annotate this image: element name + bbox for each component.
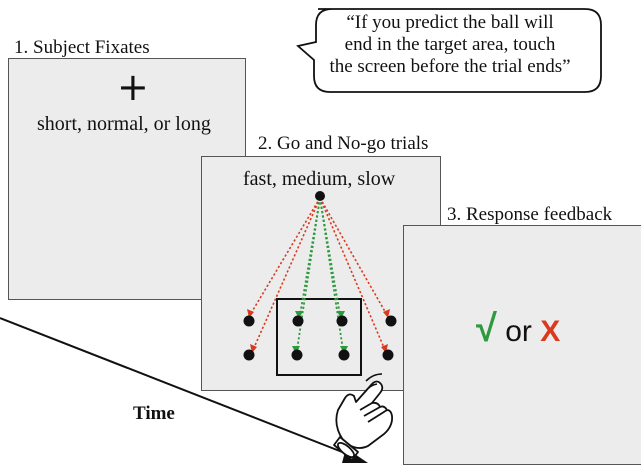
feedback-symbols: √ or X bbox=[476, 308, 560, 351]
target-area-box bbox=[276, 298, 362, 376]
step3-title: 3. Response feedback bbox=[447, 204, 613, 225]
end-ball bbox=[243, 349, 255, 361]
end-ball bbox=[338, 349, 350, 361]
go-trajectories bbox=[296, 197, 344, 351]
go-path bbox=[319, 197, 344, 351]
nogo-arrowheads bbox=[247, 309, 390, 353]
bubble-line: the screen before the trial ends” bbox=[329, 56, 571, 78]
nogo-trajectories bbox=[249, 197, 388, 351]
bubble-line: “If you predict the ball will bbox=[346, 12, 554, 33]
trial-speeds: fast, medium, slow bbox=[243, 168, 396, 190]
end-ball bbox=[336, 315, 348, 327]
nogo-path bbox=[252, 197, 321, 351]
nogo-path bbox=[249, 197, 321, 316]
fixation-durations: short, normal, or long bbox=[37, 113, 211, 135]
speech-bubble-text: “If you predict the ball will end in the… bbox=[310, 12, 590, 79]
speech-bubble-outline bbox=[296, 8, 602, 93]
end-balls bbox=[243, 315, 397, 361]
time-label: Time bbox=[133, 403, 175, 424]
feedback-screen bbox=[403, 225, 641, 465]
start-ball bbox=[315, 191, 325, 201]
end-ball bbox=[385, 315, 397, 327]
feedback-or: or bbox=[505, 315, 532, 348]
fixation-cross: + bbox=[117, 65, 149, 109]
go-path bbox=[296, 197, 321, 351]
nogo-path bbox=[319, 197, 386, 351]
check-icon: √ bbox=[476, 308, 497, 350]
hand-touch-icon bbox=[333, 380, 393, 461]
cross-icon: X bbox=[540, 315, 561, 348]
step1-title: 1. Subject Fixates bbox=[14, 37, 150, 58]
nogo-path bbox=[319, 197, 388, 316]
time-arrow-line bbox=[0, 317, 356, 458]
end-ball bbox=[382, 349, 394, 361]
step2-title: 2. Go and No-go trials bbox=[258, 133, 429, 154]
end-ball bbox=[243, 315, 255, 327]
end-ball bbox=[292, 315, 304, 327]
end-ball bbox=[291, 349, 303, 361]
touch-ripple bbox=[364, 373, 383, 393]
bubble-line: end in the target area, touch bbox=[344, 34, 556, 56]
